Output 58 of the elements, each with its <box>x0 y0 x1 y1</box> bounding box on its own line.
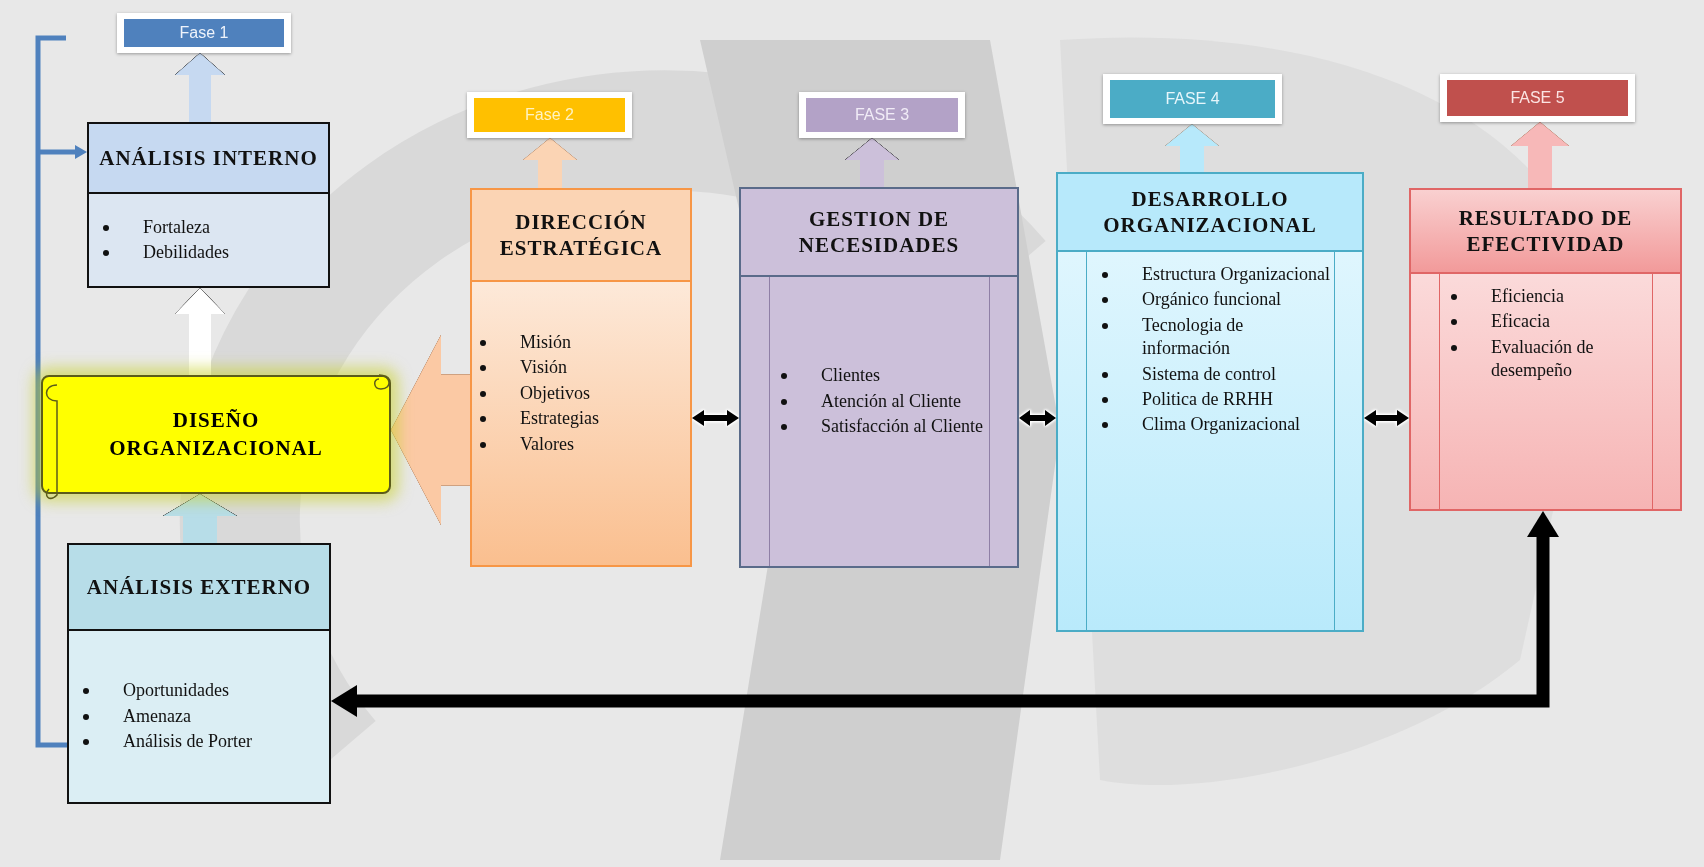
bullet-text: Eficacia <box>1491 311 1550 332</box>
card-heading: DIRECCIÓN ESTRATÉGICA <box>472 190 690 282</box>
arrow <box>331 511 1559 717</box>
block-arrow <box>1165 124 1219 172</box>
bullet-text: Sistema de control <box>1142 363 1276 384</box>
phase-label: FASE 4 <box>1110 80 1275 118</box>
block-arrow <box>175 53 225 122</box>
arrow <box>35 35 87 748</box>
card-heading: ANÁLISIS EXTERNO <box>69 545 329 631</box>
block-arrow <box>1511 122 1569 188</box>
bullet-text: Visión <box>520 357 567 378</box>
arrow <box>692 410 739 426</box>
block-arrow <box>523 138 577 188</box>
bullet-text: Eficiencia <box>1491 286 1564 306</box>
block-arrow <box>163 494 237 543</box>
card-heading: ANÁLISIS INTERNO <box>89 124 328 194</box>
bullet-text: Orgánico funcional <box>1142 289 1282 310</box>
block-arrow <box>845 138 899 187</box>
card-heading: DESARROLLO ORGANIZACIONAL <box>1058 174 1362 252</box>
bullet-text: Análisis de Porter <box>123 731 252 752</box>
arrow <box>1364 410 1409 426</box>
phase-label: FASE 5 <box>1447 80 1628 116</box>
bullet-text: Amenaza <box>123 705 191 726</box>
bullet-text: Misión <box>520 332 571 352</box>
bullet-text: Debilidades <box>143 242 229 262</box>
bullet-text: Estrategias <box>520 408 599 429</box>
bullet-text: Fortaleza <box>143 216 210 237</box>
bullet-text: Clientes <box>821 365 880 386</box>
bullet-text: Oportunidades <box>123 680 229 701</box>
banner-title: DISEÑO ORGANIZACIONAL <box>108 407 324 462</box>
card-heading: RESULTADO DE EFECTIVIDAD <box>1411 190 1680 274</box>
phase-card <box>87 122 330 288</box>
bullet-text: Objetivos <box>520 382 590 403</box>
phase-card <box>1409 188 1682 511</box>
bullet-text: Estructura Organizacional <box>1142 264 1331 284</box>
phase-card <box>470 188 692 567</box>
phase-tag <box>799 92 965 138</box>
phase-tag <box>1440 74 1635 122</box>
phase-card <box>67 543 331 804</box>
phase-label: Fase 1 <box>124 19 284 47</box>
arrow <box>1019 410 1056 426</box>
phase-card <box>1056 172 1364 632</box>
bullet-text: Politica de RRHH <box>1142 388 1273 409</box>
card-heading: GESTION DE NECESIDADES <box>741 189 1017 277</box>
phase-label: FASE 3 <box>806 98 958 132</box>
phase-tag <box>1103 74 1282 124</box>
bullet-text: Atención al Cliente <box>821 390 961 411</box>
phase-tag <box>467 92 632 138</box>
bullet-text: Satisfacción al Cliente <box>821 416 983 437</box>
block-arrow <box>391 335 470 525</box>
bullet-text: Evaluación de desempeño <box>1491 336 1594 381</box>
phase-tag <box>117 13 291 53</box>
bullet-text: Tecnologia de información <box>1142 314 1244 359</box>
phase-label: Fase 2 <box>474 98 625 132</box>
block-arrow <box>175 288 225 375</box>
bullet-text: Clima Organizacional <box>1142 414 1301 435</box>
bullet-text: Valores <box>520 433 574 454</box>
phase-card <box>739 187 1019 568</box>
